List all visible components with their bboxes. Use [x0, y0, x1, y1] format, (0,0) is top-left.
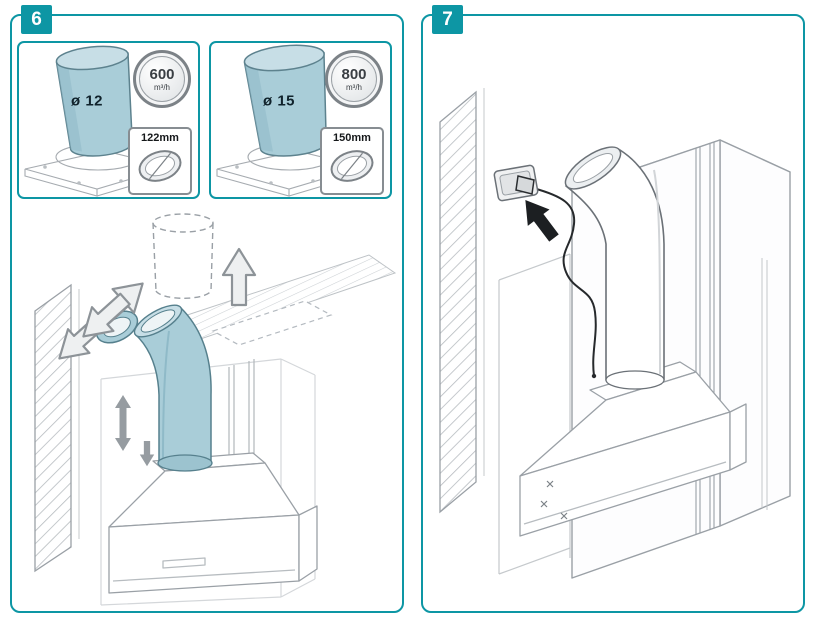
- hood-body: [519, 361, 747, 537]
- wall-hatching: [34, 283, 80, 573]
- wall-hatching: [439, 88, 485, 514]
- airflow-value: 800: [341, 65, 367, 83]
- plug-in-arrow-icon: [514, 191, 565, 247]
- flange-size-label: 122mm: [141, 132, 179, 144]
- airflow-badge: 800 m³/h: [325, 50, 383, 108]
- step-7-panel: [421, 14, 805, 613]
- duct-option-15: ø 15 800 m³/h 150mm: [209, 41, 392, 199]
- flange-size-box: 122mm: [128, 127, 192, 195]
- airflow-badge-inner: 600 m³/h: [139, 56, 185, 102]
- step-6-badge: 6: [21, 5, 52, 34]
- cable-end: [591, 373, 597, 379]
- dashed-duct: [152, 213, 214, 300]
- airflow-badge-inner: 800 m³/h: [331, 56, 377, 102]
- screw-marks: [540, 480, 568, 520]
- power-plug: [515, 175, 535, 195]
- hood-duct-installation-drawing: [34, 213, 397, 606]
- airflow-unit: m³/h: [154, 82, 170, 92]
- down-arrow-icon: [139, 441, 155, 467]
- duct-15-drawing: [216, 44, 366, 197]
- flange-size-label: 150mm: [333, 132, 371, 144]
- hood-body: [108, 452, 318, 594]
- duct-diameter-label: ø 12: [70, 92, 104, 110]
- duct-cylinder: [243, 44, 328, 157]
- duct-elbow: [564, 146, 665, 390]
- airflow-badge: 600 m³/h: [133, 50, 191, 108]
- airflow-unit: m³/h: [346, 82, 362, 92]
- niche-panel: [498, 253, 571, 575]
- ceiling-plane: [149, 254, 397, 348]
- flange-ring-drawing: [138, 150, 182, 182]
- up-down-arrow-icon: [115, 395, 131, 451]
- flange-ring-drawing: [330, 150, 374, 182]
- step-6-panel: ø 12 600 m³/h 122mm: [10, 14, 404, 613]
- duct-diameter-label: ø 15: [262, 92, 296, 110]
- step-7-badge: 7: [432, 5, 463, 34]
- duct-elbow: [133, 304, 213, 472]
- wall-outlet: [493, 164, 539, 202]
- flange-size-box: 150mm: [320, 127, 384, 195]
- power-cable: [532, 187, 597, 377]
- airflow-value: 600: [149, 65, 175, 83]
- duct-option-12: ø 12 600 m³/h 122mm: [17, 41, 200, 199]
- hood-power-connection-drawing: [439, 88, 791, 579]
